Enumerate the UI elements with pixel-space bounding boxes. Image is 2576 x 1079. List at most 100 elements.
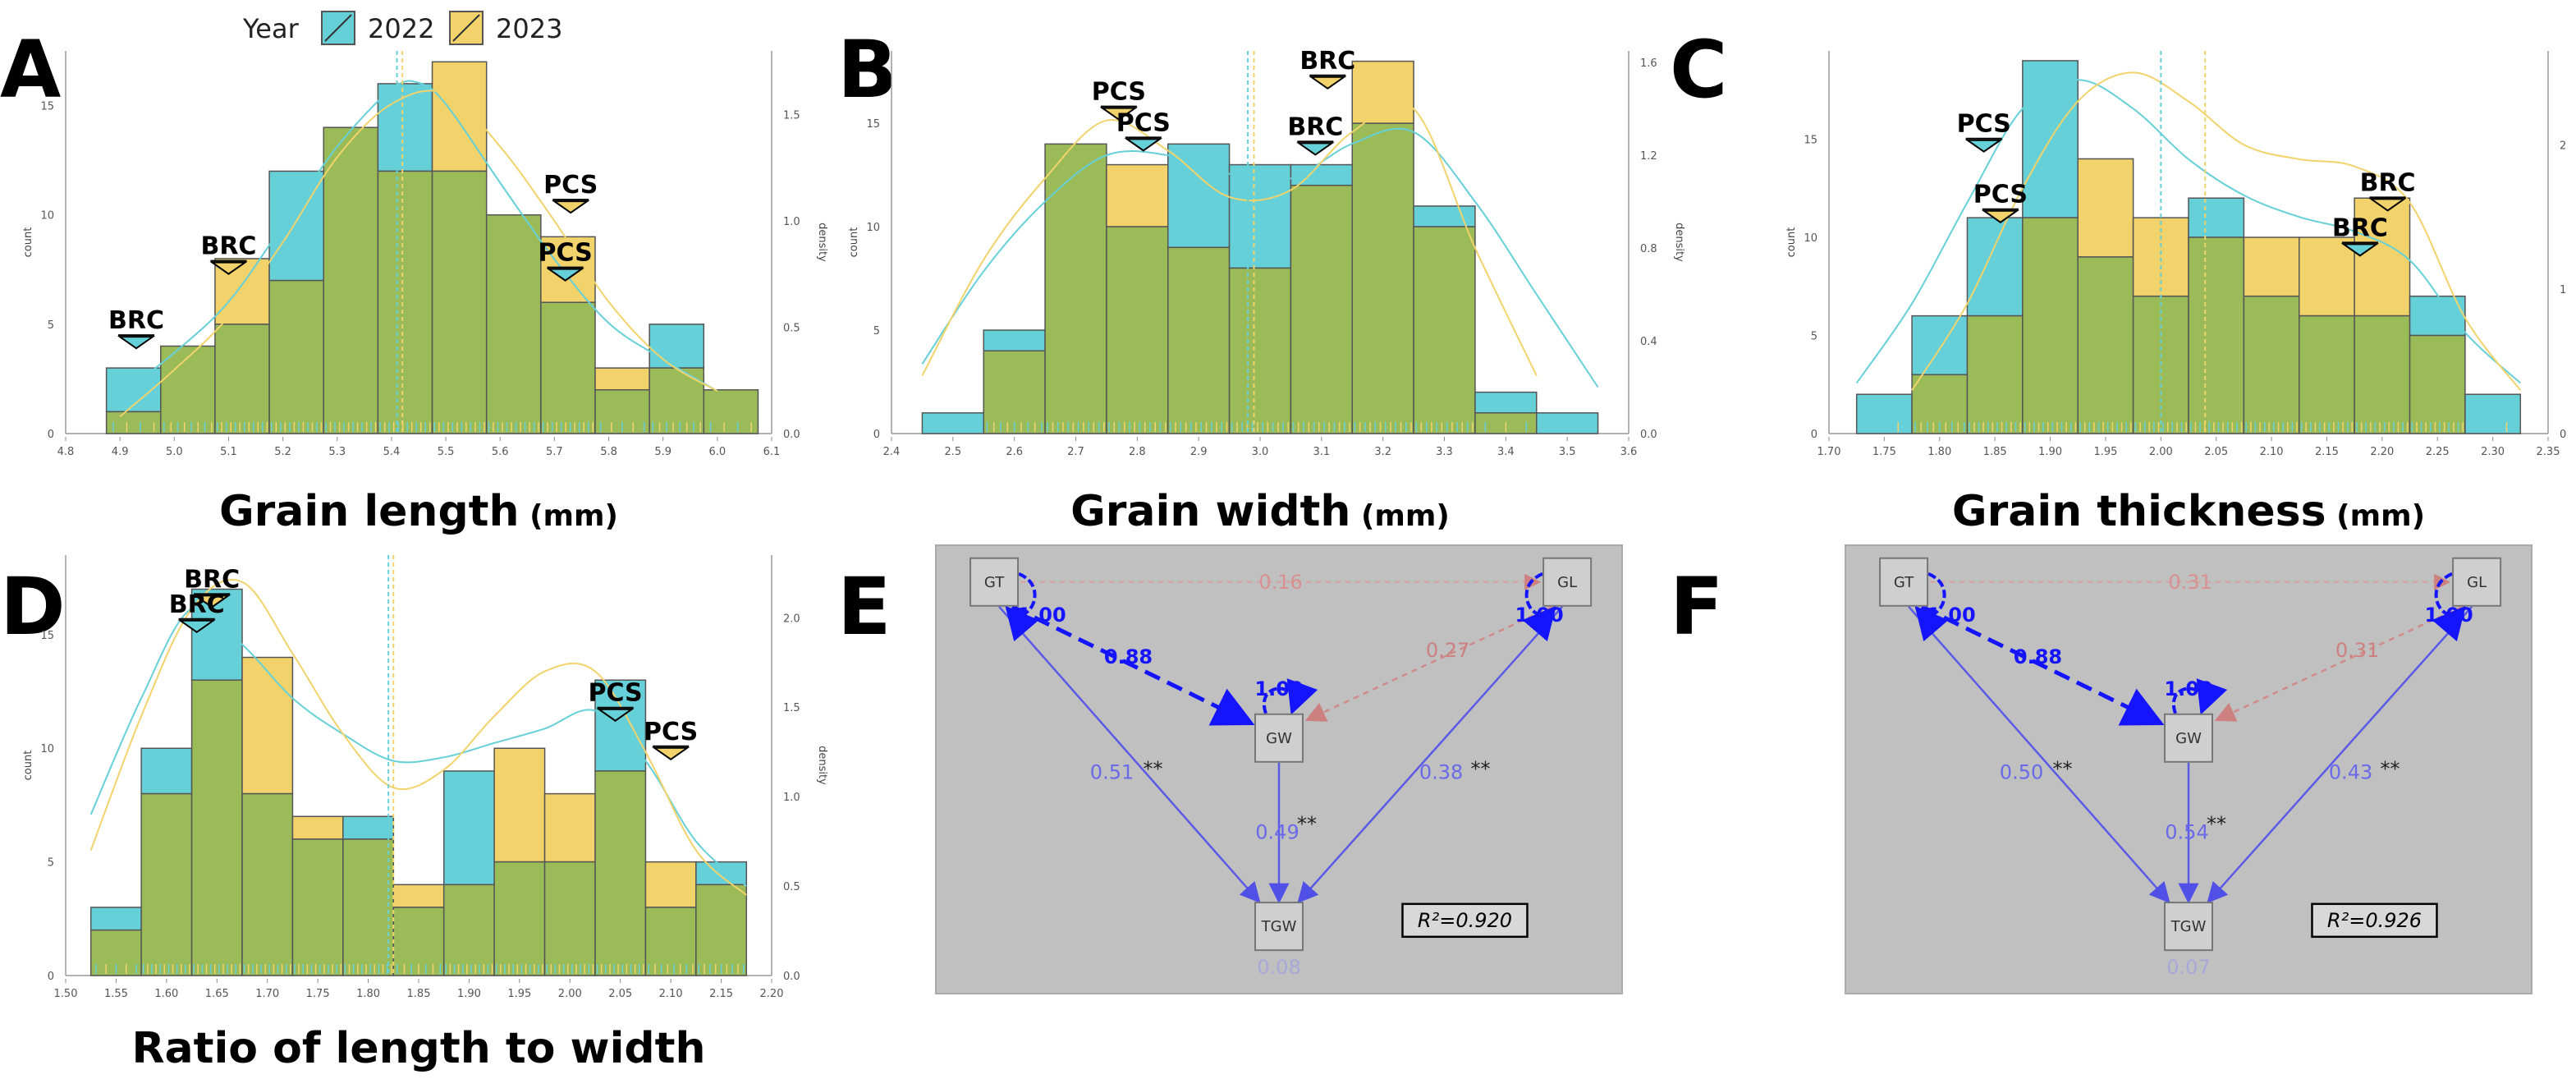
bar-overlap (540, 301, 596, 434)
r2-box (2311, 902, 2438, 939)
path-label-gl-gw: 0.27 (1426, 639, 1469, 662)
y-tick-label: 5 (48, 319, 54, 332)
y2-tick-label: 0.5 (783, 881, 800, 893)
y-axis-label: count (1785, 227, 1798, 258)
x-tick-label: 5.4 (383, 446, 401, 458)
bar-2022-excess (1413, 205, 1476, 227)
bar-2023-excess (2299, 236, 2355, 317)
y2-axis-label: density (816, 223, 828, 262)
bar-2022-excess (2464, 393, 2522, 434)
bar-2022-excess (140, 747, 193, 795)
y-tick-label: 0 (1811, 429, 1817, 441)
self-loop-gl (2432, 572, 2466, 642)
marker-triangle-2023 (192, 595, 231, 608)
x-tick-label: 1.80 (1927, 446, 1951, 458)
sig-gt-tgw: ** (2053, 757, 2073, 780)
x-tick-label: 5.2 (274, 446, 291, 458)
path-label-gt-gw: 0.88 (1104, 645, 1153, 668)
x-tick-label: 5.5 (438, 446, 455, 458)
x-tick-label: 1.55 (104, 988, 128, 1000)
node-tgw (1254, 902, 1304, 952)
x-tick-label: 1.65 (205, 988, 229, 1000)
bar-2022-excess (268, 170, 324, 282)
path-label-gl-tgw: 0.38 (1419, 760, 1463, 783)
y-tick-label: 0 (873, 429, 880, 441)
self-loop-label-gt: 1.00 (1927, 604, 1975, 627)
x-tick-label: 2.8 (1129, 446, 1146, 458)
bar-2023-excess (2354, 197, 2411, 317)
bar-overlap (2409, 334, 2466, 434)
x-tick-label: 3.1 (1313, 446, 1330, 458)
self-loop-label-gw: 1.00 (1254, 677, 1303, 700)
marker-label: BRC (2360, 168, 2416, 197)
bar-2023-excess (2077, 158, 2134, 258)
bar-2022-excess (1167, 143, 1231, 249)
bar-overlap (268, 279, 324, 434)
x-tick-label: 4.9 (112, 446, 129, 458)
bar-overlap (2077, 256, 2134, 434)
node-label-tgw: TGW (2170, 918, 2207, 935)
path-gt-gw (1011, 604, 1255, 726)
self-loop-gt (1914, 572, 1949, 642)
bar-overlap (1413, 226, 1476, 434)
panel-letter-A: A (0, 24, 61, 116)
marker-label: BRC (200, 232, 256, 261)
marker-triangle-2023 (1099, 107, 1139, 121)
y2-tick-label: 0.4 (1640, 336, 1657, 348)
path-label-gw-tgw: 0.49 (1255, 820, 1299, 843)
rug-marks (112, 422, 752, 432)
bar-2022-excess (442, 770, 495, 886)
node-gt (969, 557, 1020, 607)
bar-2023-excess (2243, 236, 2300, 297)
bar-overlap (594, 770, 647, 976)
bar-overlap (190, 679, 243, 976)
y2-tick-label: 0.8 (1640, 243, 1657, 255)
panel-letter-E: E (837, 561, 892, 653)
y-axis-label: count (22, 751, 34, 781)
y2-tick-label: 2.0 (783, 613, 800, 625)
marker-label: PCS (539, 239, 593, 268)
y2-tick-label: 1.0 (783, 792, 800, 804)
bar-overlap (1290, 184, 1353, 434)
bar-overlap (214, 324, 270, 434)
bar-overlap (1228, 267, 1292, 434)
x-tick-label: 5.8 (600, 446, 617, 458)
bar-overlap (983, 350, 1046, 434)
marker-label: PCS (588, 679, 642, 708)
y2-tick-label: 0.5 (783, 323, 800, 335)
marker-triangle-2022 (1296, 142, 1335, 156)
bar-2023-excess (1351, 60, 1414, 124)
path-label-gt-gw: 0.88 (2014, 645, 2062, 668)
path-label-gt-tgw: 0.51 (1090, 760, 1134, 783)
bar-overlap (493, 861, 546, 976)
x-tick-label: 2.7 (1067, 446, 1084, 458)
y2-tick-label: 0.0 (1640, 429, 1657, 441)
y-tick-label: 10 (866, 222, 880, 234)
density-curve-2023 (1911, 71, 2522, 391)
bar-overlap (377, 170, 433, 434)
y-tick-label: 5 (873, 325, 880, 337)
density-curve-2022 (921, 127, 1599, 388)
marker-triangle-2022 (117, 336, 156, 350)
marker-triangle-2023 (2368, 198, 2407, 212)
y-axis-label: count (22, 227, 34, 258)
y-tick-label: 0 (48, 429, 54, 441)
x-tick-label: 1.80 (356, 988, 380, 1000)
bar-2022-excess (1474, 391, 1538, 414)
x-tick-label: 3.5 (1559, 446, 1576, 458)
bar-overlap (442, 884, 495, 976)
x-tick-label: 3.4 (1497, 446, 1515, 458)
bar-overlap (2188, 236, 2245, 434)
bar-2023-excess (543, 792, 596, 863)
marker-label: PCS (1973, 181, 2028, 209)
x-tick-label: 3.6 (1620, 446, 1638, 458)
x-tick-label: 1.95 (507, 988, 531, 1000)
legend-label-2023: 2023 (496, 13, 562, 44)
bar-2023-excess (392, 884, 445, 908)
bar-overlap (1167, 246, 1231, 434)
marker-label: PCS (1116, 108, 1171, 137)
density-curve-2023 (921, 101, 1538, 376)
node-gt (1879, 557, 1929, 607)
